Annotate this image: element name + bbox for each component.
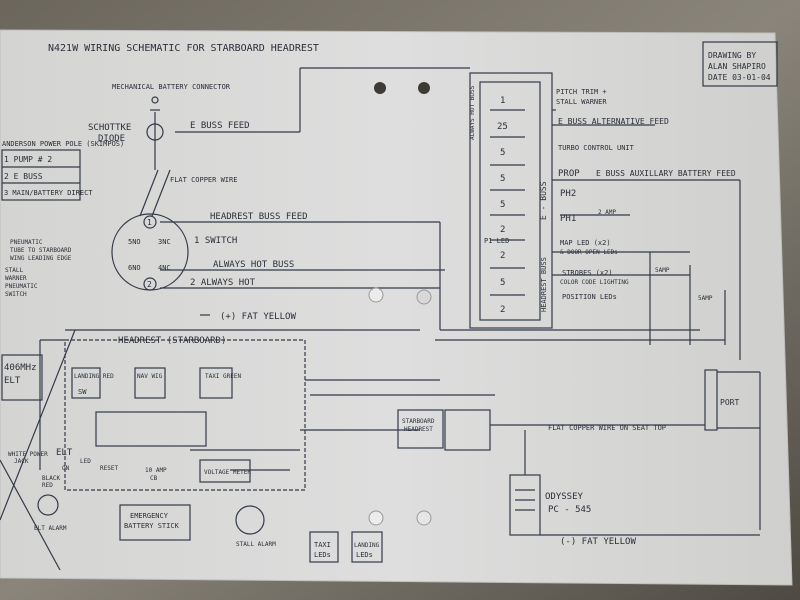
amp5-a: 5AMP (655, 267, 670, 274)
schottke-label: SCHOTTKE (88, 123, 131, 133)
switch-name: 1 SWITCH (194, 236, 237, 246)
reset-label: RESET (100, 465, 118, 472)
drawing-credit-1: DRAWING BY (708, 51, 756, 60)
e-buss-vertical: E - BUSS (539, 181, 548, 220)
odyssey-1: ODYSSEY (545, 492, 584, 502)
emergency-1: EMERGENCY (130, 512, 169, 520)
headrest-buss-vertical: HEADREST BUSS (540, 257, 548, 312)
on-label: ON (62, 465, 70, 472)
pole-row-3: 3 MAIN/BATTERY DIRECT (4, 189, 93, 197)
stall-warner-1: STALL (5, 267, 23, 274)
stall-warner-2: WARNER (5, 275, 27, 282)
taxi-leds-2: LEDs (314, 551, 331, 559)
pneumatic-1: PNEUMATIC (10, 239, 43, 246)
sw-label: SW (78, 388, 87, 396)
starboard-headrest-2: HEADREST (404, 426, 433, 433)
black-label: BLACK (42, 475, 60, 482)
fuse-7: 2 (500, 251, 505, 261)
voltage-meter: VOLTAGE METER (204, 469, 251, 476)
always-hot: 2 ALWAYS HOT (190, 278, 256, 288)
stall-warner-4: SWITCH (5, 291, 27, 298)
ph2-label: PH2 (560, 189, 576, 199)
headrest-buss-feed: HEADREST BUSS FEED (210, 212, 308, 222)
elt-box-2: ELT (4, 376, 21, 386)
odyssey-2: PC - 545 (548, 505, 591, 515)
map-led-1: MAP LED (x2) (560, 239, 611, 247)
stall-warner-3: PNEUMATIC (5, 283, 38, 290)
taxi-leds-1: TAXI (314, 541, 331, 549)
strobes-1: STROBES (x2) (562, 269, 613, 277)
ph1-label: PH1 (560, 214, 576, 224)
drawing-credit-3: DATE 03-01-04 (708, 73, 771, 82)
fuse-6: 2 (500, 225, 505, 235)
starboard-headrest-1: STARBOARD (402, 418, 435, 425)
switch-terminal-1: 1 (147, 218, 152, 227)
position-leds: POSITION LEDs (562, 293, 617, 301)
amp5-b: 5AMP (698, 295, 713, 302)
fuse-9: 2 (500, 305, 505, 315)
always-hot-buss: ALWAYS HOT BUSS (213, 260, 294, 270)
stall-alarm: STALL ALARM (236, 541, 276, 548)
map-led-2: & DOOR OPEN LEDs (560, 249, 618, 256)
e-buss-feed: E BUSS FEED (190, 121, 250, 131)
e-buss-aux-feed: E BUSS AUXILLARY BATTERY FEED (596, 169, 736, 178)
elt-label: ELT (56, 448, 73, 458)
strobes-2: COLOR CODE LIGHTING (560, 279, 629, 286)
switch-4nc: 4NC (158, 264, 171, 272)
nav-wig: NAV WIG (137, 373, 163, 380)
amp2-label: 2 AMP (598, 209, 616, 216)
fuse-5: 5 (500, 200, 505, 210)
amp10-2: CB (150, 475, 158, 482)
anderson-label: ANDERSON POWER POLE (SKIMPOS) (2, 140, 124, 148)
fuse-8: 5 (500, 278, 505, 288)
emergency-2: BATTERY STICK (124, 522, 180, 530)
elt-alarm: ELT ALARM (34, 525, 67, 532)
white-power-jack-2: JACK (14, 458, 29, 465)
headrest-title: HEADREST (STARBOARD) (118, 336, 226, 346)
pneumatic-3: WING LEADING EDGE (10, 255, 72, 262)
prop-label: PROP (558, 169, 580, 179)
e-buss-alt-feed: E BUSS ALTERNATIVE FEED (558, 117, 669, 126)
elt-box-1: 406MHz (4, 363, 37, 373)
p1-led: P1 LED (484, 237, 509, 245)
pole-row-1: 1 PUMP # 2 (4, 155, 52, 164)
paper-sheet (0, 29, 793, 586)
pneumatic-2: TUBE TO STARBOARD (10, 247, 72, 254)
subtitle: MECHANICAL BATTERY CONNECTOR (112, 83, 231, 91)
led-label: LED (80, 458, 91, 465)
landing-leds-1: LANDING (354, 542, 380, 549)
fuse-2: 25 (497, 122, 508, 132)
fuse-1: 1 (500, 96, 505, 106)
pitch-trim-2: STALL WARNER (556, 98, 607, 106)
fuse-3: 5 (500, 148, 505, 158)
landing-red: LANDING RED (74, 373, 114, 380)
landing-leds-2: LEDs (356, 551, 373, 559)
diode-label: DIODE (98, 134, 125, 144)
switch-6no: 6NO (128, 264, 141, 272)
fat-yellow-minus: (-) FAT YELLOW (560, 537, 636, 547)
fuse-4: 5 (500, 174, 505, 184)
pitch-trim-1: PITCH TRIM + (556, 88, 607, 96)
taxi-green: TAXI GREEN (205, 373, 242, 380)
pole-row-2: 2 E BUSS (4, 172, 43, 181)
switch-5no: 5NO (128, 238, 141, 246)
port-label: PORT (720, 398, 739, 407)
sheet-title: N421W WIRING SCHEMATIC FOR STARBOARD HEA… (48, 43, 319, 54)
switch-terminal-2: 2 (147, 280, 152, 289)
fat-yellow-plus: (+) FAT YELLOW (220, 312, 296, 322)
red-label: RED (42, 482, 53, 489)
flat-copper-label: FLAT COPPER WIRE (170, 176, 237, 184)
turbo-control: TURBO CONTROL UNIT (558, 144, 635, 152)
flat-copper-seat: FLAT COPPER WIRE ON SEAT TOP (548, 424, 666, 432)
always-hot-buss-vertical: ALWAYS HOT BUSS (469, 85, 476, 140)
drawing-credit-2: ALAN SHAPIRO (708, 62, 766, 71)
white-power-jack-1: WHITE POWER (8, 451, 48, 458)
amp10-1: 10 AMP (145, 467, 167, 474)
switch-3nc: 3NC (158, 238, 171, 246)
